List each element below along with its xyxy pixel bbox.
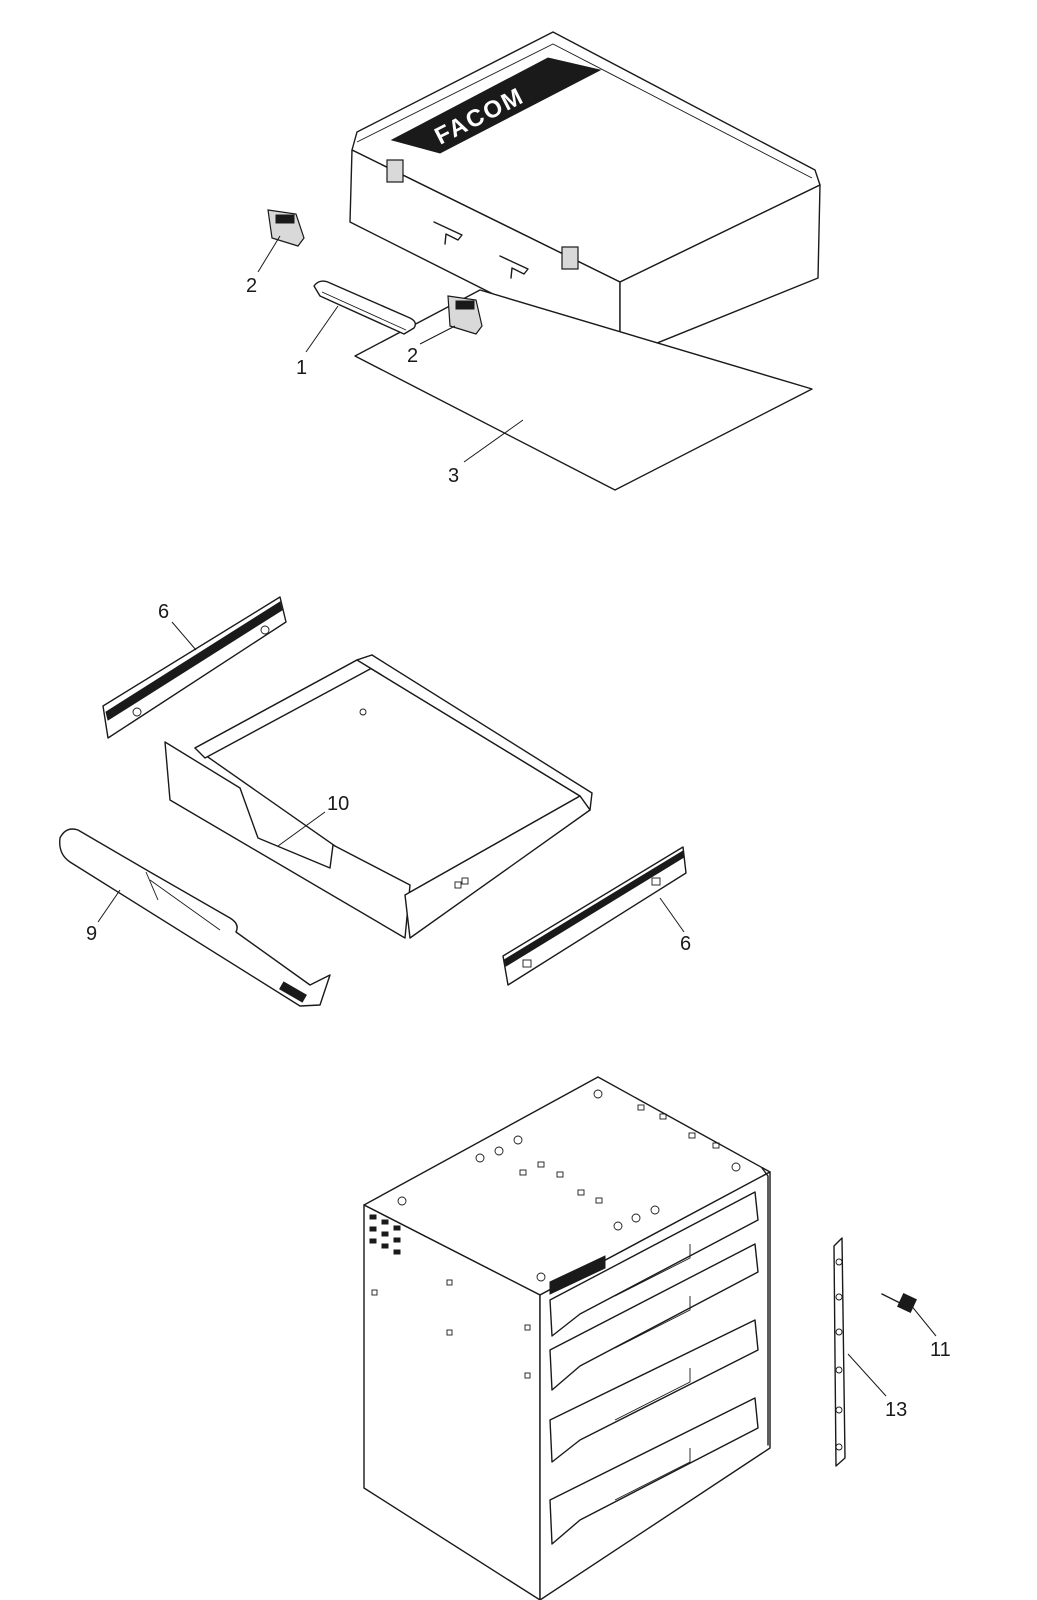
slide-rail-right (502, 846, 687, 986)
callout-13-lock-strip: 13 (885, 1399, 907, 1421)
callout-6-rail-right: 6 (680, 933, 691, 955)
callout-2-latch-b: 2 (407, 345, 418, 367)
callout-9-drawer-handle: 9 (86, 923, 97, 945)
cabinet-drawer-4 (549, 1397, 759, 1545)
callout-3-base-mat: 3 (448, 465, 459, 487)
cabinet-drawer-3 (549, 1319, 759, 1463)
lid-latch-left (386, 159, 404, 183)
cabinet-label-plate (549, 1255, 606, 1295)
base-mat (354, 289, 813, 491)
handle-part (313, 280, 417, 335)
cabinet-drawer-1 (549, 1191, 759, 1337)
slide-rail-left (102, 596, 287, 739)
cabinet (363, 1076, 771, 1600)
callout-2-latch-a: 2 (246, 275, 257, 297)
lid-assembly: FACOM (349, 31, 821, 359)
cabinet-side-vents (369, 1214, 531, 1379)
callout-11-lock: 11 (930, 1339, 951, 1361)
callout-10-drawer-tray: 10 (327, 793, 349, 815)
drawer-handle (59, 828, 331, 1007)
drawer-tray (164, 654, 593, 939)
latch-part-a (267, 209, 305, 247)
cabinet-drawer-2 (549, 1243, 759, 1391)
callouts: 2 1 2 3 6 10 9 6 11 13 (86, 235, 951, 1421)
lid-latch-right (561, 246, 579, 270)
latch-part-b (447, 295, 483, 335)
callout-6-rail-left: 6 (158, 601, 169, 623)
cabinet-top-holes (397, 1089, 741, 1282)
callout-1-handle: 1 (296, 357, 307, 379)
lock-strip (833, 1237, 846, 1467)
lock-barrel (881, 1293, 917, 1313)
